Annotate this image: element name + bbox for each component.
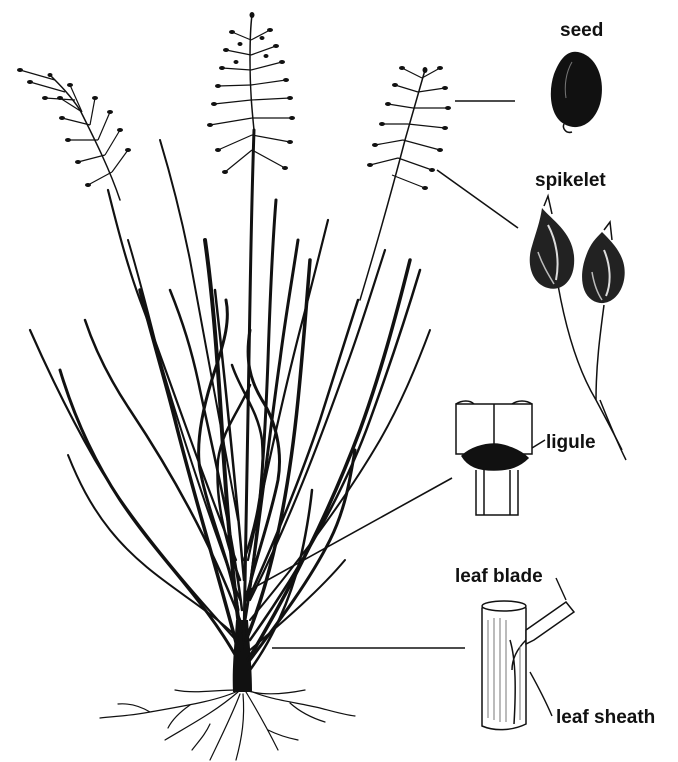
spikelet-illustration bbox=[530, 196, 626, 460]
leaf-blade-label: leaf blade bbox=[455, 566, 543, 587]
panicle-left bbox=[20, 70, 128, 185]
leaf-blade-callout-lines bbox=[530, 578, 566, 716]
seed-label: seed bbox=[560, 20, 603, 41]
spikelet-label: spikelet bbox=[535, 170, 606, 191]
spikelet-leader-line bbox=[437, 170, 518, 228]
leaf-sheath-label: leaf sheath bbox=[556, 707, 655, 728]
ligule-illustration bbox=[456, 401, 545, 515]
ligule-label: ligule bbox=[546, 432, 596, 453]
seed-illustration bbox=[551, 52, 602, 133]
leaf-blades bbox=[30, 15, 430, 670]
roots bbox=[100, 690, 355, 760]
